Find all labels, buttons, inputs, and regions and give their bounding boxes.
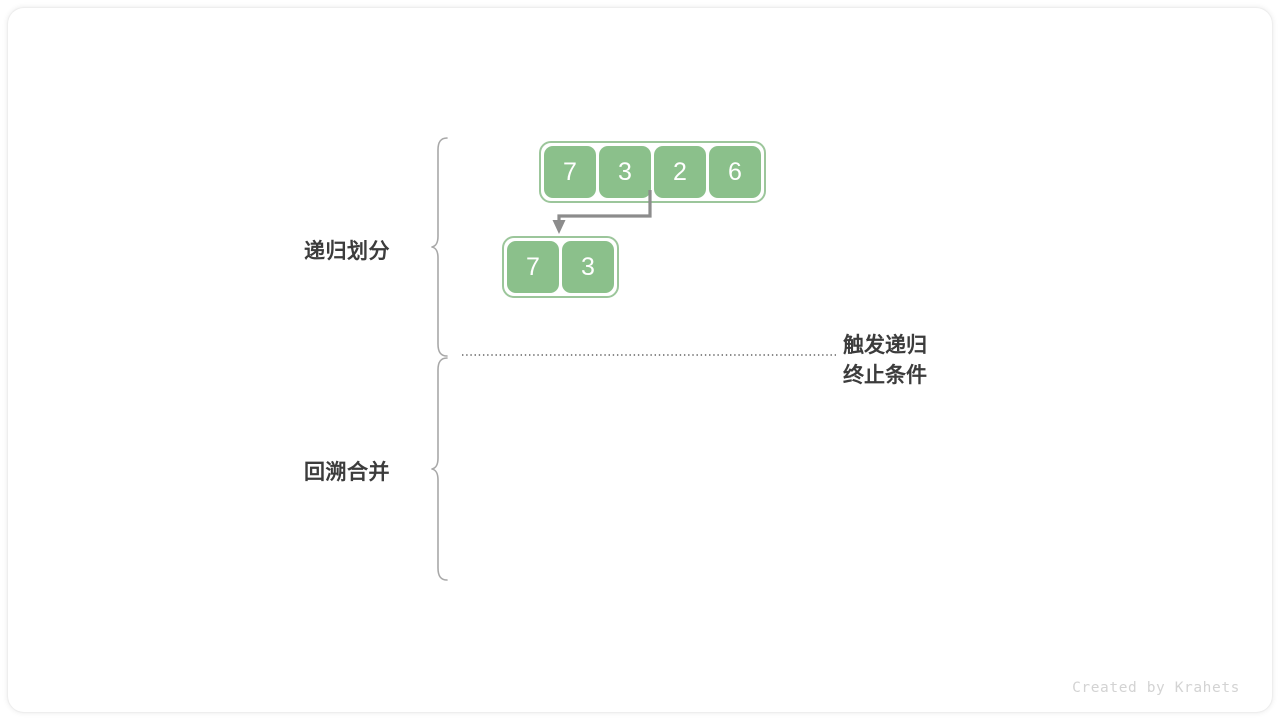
brace-merge-icon bbox=[431, 357, 448, 581]
annotation-termination-condition: 触发递归 终止条件 bbox=[843, 331, 927, 391]
canvas-card bbox=[8, 8, 1272, 712]
array-left-half: 7 3 bbox=[502, 236, 619, 298]
array-cell: 6 bbox=[709, 146, 761, 198]
array-cell: 3 bbox=[599, 146, 651, 198]
array-cell: 3 bbox=[562, 241, 614, 293]
recursion-boundary-divider bbox=[462, 354, 836, 356]
section-label-merge: 回溯合并 bbox=[304, 461, 390, 484]
annotation-line-2: 终止条件 bbox=[843, 364, 927, 387]
array-cell: 2 bbox=[654, 146, 706, 198]
split-arrow-icon bbox=[552, 190, 652, 234]
array-cell: 7 bbox=[507, 241, 559, 293]
footer-credit: Created by Krahets bbox=[1072, 680, 1240, 696]
array-cell: 7 bbox=[544, 146, 596, 198]
array-root: 7 3 2 6 bbox=[539, 141, 766, 203]
annotation-line-1: 触发递归 bbox=[843, 334, 927, 357]
brace-divide-icon bbox=[431, 137, 448, 357]
section-label-divide: 递归划分 bbox=[304, 240, 390, 263]
